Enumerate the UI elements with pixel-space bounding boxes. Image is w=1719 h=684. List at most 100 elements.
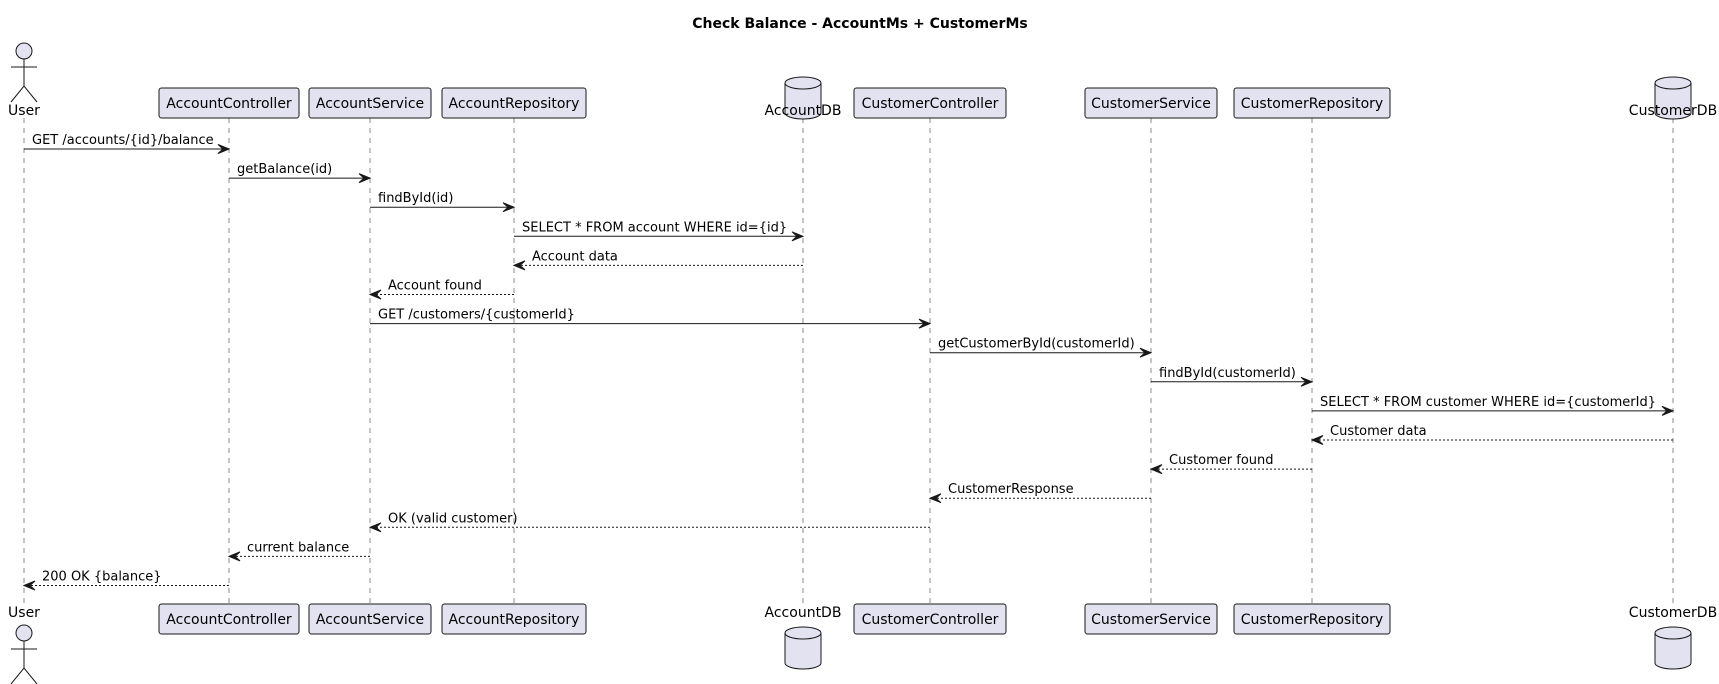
database-icon [1654, 626, 1692, 670]
participants-top: User AccountController AccountService Accou… [8, 42, 1717, 120]
database-icon [1654, 76, 1692, 120]
arrowhead-icon [1149, 464, 1163, 475]
participant-box [1233, 603, 1391, 635]
arrowhead-icon [1139, 347, 1153, 358]
message-label: SELECT * FROM account WHERE id={id} [522, 220, 787, 235]
actor-body-icon [10, 59, 38, 103]
database-accountDb-top: AccountDB [765, 76, 842, 120]
actor-user-top: User [8, 42, 40, 119]
arrowhead-icon [22, 580, 36, 591]
participant-box [1084, 87, 1218, 119]
message-13: CustomerResponse [928, 482, 1151, 504]
arrowhead-icon [227, 551, 241, 562]
database-rim-icon [784, 632, 822, 640]
message-6: Account found [368, 279, 514, 300]
participant-label: CustomerController [862, 612, 999, 628]
participant-accountController-bottom: AccountController [158, 603, 300, 635]
message-14: OK (valid customer) [368, 511, 930, 533]
participant-label: CustomerDB [1629, 103, 1717, 119]
message-label: GET /customers/{customerId} [378, 308, 575, 323]
participant-box [158, 603, 300, 635]
arrowhead-icon [368, 522, 382, 533]
participant-label: AccountService [316, 612, 424, 628]
database-icon [784, 76, 822, 120]
arrowhead-icon [928, 493, 942, 504]
participant-customerController-top: CustomerController [853, 87, 1007, 119]
participant-label: AccountDB [765, 605, 842, 621]
participant-box [441, 87, 587, 119]
message-10: SELECT * FROM customer WHERE id={custome… [1312, 395, 1675, 416]
arrowhead-icon [368, 289, 382, 300]
participant-box [853, 603, 1007, 635]
arrowhead-icon [918, 318, 932, 329]
message-label: OK (valid customer) [388, 511, 518, 526]
message-15: current balance [227, 540, 370, 562]
database-rim-icon [1654, 82, 1692, 90]
participant-label: AccountRepository [449, 612, 580, 628]
database-icon [784, 626, 822, 670]
participant-customerController-bottom: CustomerController [853, 603, 1007, 635]
participant-box [441, 603, 587, 635]
participant-label: CustomerDB [1629, 605, 1717, 621]
participant-label: CustomerService [1091, 612, 1211, 628]
participant-label: AccountRepository [449, 96, 580, 112]
participant-label: CustomerService [1091, 96, 1211, 112]
participant-label: User [8, 103, 40, 119]
database-customerDb-bottom: CustomerDB [1629, 605, 1717, 670]
message-11: Customer data [1310, 424, 1673, 445]
actor-user-bottom: User [8, 605, 40, 684]
participant-box [308, 87, 432, 119]
arrowhead-icon [217, 144, 231, 154]
database-rim-icon [1654, 632, 1692, 640]
arrowhead-icon [1310, 435, 1324, 445]
arrowhead-icon [502, 202, 516, 213]
participant-box [853, 87, 1007, 119]
participant-accountRepository-bottom: AccountRepository [441, 603, 587, 635]
arrowhead-icon [512, 260, 526, 271]
participant-label: AccountController [166, 612, 292, 628]
message-label: 200 OK {balance} [42, 570, 162, 585]
participants-bottom: User AccountController AccountService Accou… [8, 603, 1717, 684]
participant-accountService-bottom: AccountService [308, 603, 432, 635]
participant-accountRepository-top: AccountRepository [441, 87, 587, 119]
actor-body-icon [10, 641, 38, 684]
message-8: getCustomerById(customerId) [930, 337, 1153, 358]
message-label: getCustomerById(customerId) [938, 337, 1135, 352]
message-label: Account data [532, 249, 618, 264]
participant-customerRepository-bottom: CustomerRepository [1233, 603, 1391, 635]
messages: GET /accounts/{id}/balancegetBalance(id)… [22, 133, 1675, 591]
message-label: Customer data [1330, 424, 1427, 439]
message-12: Customer found [1149, 453, 1312, 475]
participant-box [1233, 87, 1391, 119]
participant-accountService-top: AccountService [308, 87, 432, 119]
database-accountDb-bottom: AccountDB [765, 605, 842, 670]
participant-label: CustomerRepository [1241, 612, 1383, 628]
participant-label: AccountController [166, 96, 292, 112]
participant-label: User [8, 605, 40, 621]
message-4: SELECT * FROM account WHERE id={id} [514, 220, 805, 242]
message-label: CustomerResponse [948, 482, 1074, 497]
participant-label: CustomerController [862, 96, 999, 112]
arrowhead-icon [791, 231, 805, 242]
arrowhead-icon [358, 173, 372, 184]
actor-head-icon [15, 42, 33, 60]
message-label: GET /accounts/{id}/balance [32, 133, 214, 148]
participant-label: AccountService [316, 96, 424, 112]
message-label: current balance [247, 540, 349, 555]
message-label: SELECT * FROM customer WHERE id={custome… [1320, 395, 1656, 410]
database-customerDb-top: CustomerDB [1629, 76, 1717, 120]
database-rim-icon [784, 82, 822, 90]
arrowhead-icon [1300, 376, 1314, 387]
message-label: Customer found [1169, 453, 1274, 468]
participant-label: AccountDB [765, 103, 842, 119]
message-1: GET /accounts/{id}/balance [24, 133, 231, 154]
lifelines [23, 118, 1674, 604]
diagram-title: Check Balance - AccountMs + CustomerMs [692, 16, 1027, 32]
participant-customerService-bottom: CustomerService [1084, 603, 1218, 635]
participant-box [308, 603, 432, 635]
message-16: 200 OK {balance} [22, 570, 229, 591]
participant-box [158, 87, 300, 119]
actor-head-icon [15, 624, 33, 642]
message-9: findById(customerId) [1151, 366, 1314, 387]
